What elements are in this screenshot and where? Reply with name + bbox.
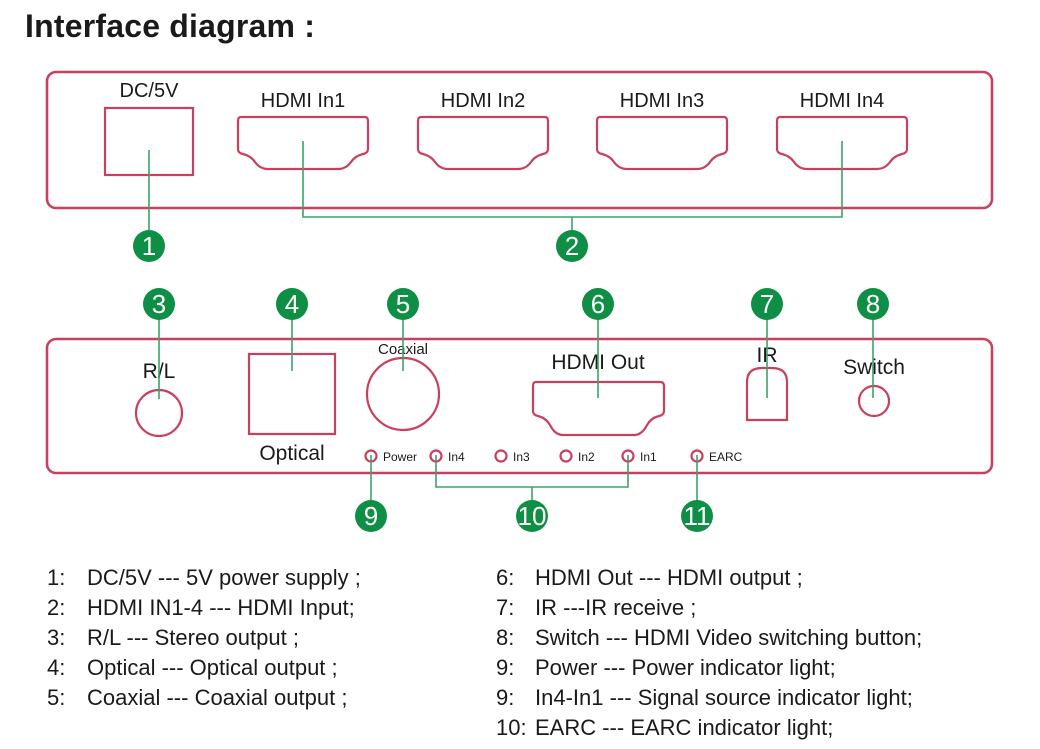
- callout-badge-5: 5: [387, 288, 419, 320]
- legend-item-text: DC/5V --- 5V power supply ;: [87, 565, 361, 590]
- legend-item: 5: Coaxial --- Coaxial output ;: [47, 683, 361, 713]
- port-label-dc5v: DC/5V: [120, 80, 180, 102]
- port-label-hdmi-in-2: HDMI In2: [441, 90, 525, 112]
- legend-item-number: 4:: [47, 655, 66, 680]
- svg-text:5: 5: [396, 289, 410, 319]
- callout-badge-10: 10: [516, 500, 548, 532]
- legend-item-text: Coaxial --- Coaxial output ;: [87, 685, 348, 710]
- svg-text:4: 4: [285, 289, 299, 319]
- port-label-optical: Optical: [259, 442, 324, 465]
- svg-text:3: 3: [152, 289, 166, 319]
- indicator-in2: In2: [559, 449, 595, 464]
- indicator-label-in2: In2: [578, 450, 595, 464]
- svg-text:6: 6: [591, 289, 605, 319]
- legend-item-text: IR ---IR receive ;: [535, 595, 697, 620]
- legend-item: 6: HDMI Out --- HDMI output ;: [496, 563, 922, 593]
- indicator-label-in4: In4: [448, 450, 465, 464]
- port-label-hdmi-in-3: HDMI In3: [620, 90, 704, 112]
- legend-item-text: Optical --- Optical output ;: [87, 655, 338, 680]
- svg-text:10: 10: [518, 501, 547, 531]
- legend-item: 1: DC/5V --- 5V power supply ;: [47, 563, 361, 593]
- legend-item-number: 3:: [47, 625, 66, 650]
- svg-text:2: 2: [565, 231, 579, 261]
- legend-right-column: 6: HDMI Out --- HDMI output ; 7: IR ---IR r…: [496, 563, 922, 743]
- legend-item-text: In4-In1 --- Signal source indicator ligh…: [535, 685, 913, 710]
- front-panel-outline: [45, 70, 994, 210]
- legend-item-number: 10:: [496, 715, 527, 740]
- callout-badge-11: 11: [681, 500, 713, 532]
- leader-line-2: [302, 141, 843, 218]
- svg-text:1: 1: [142, 231, 156, 261]
- callout-badge-6: 6: [582, 288, 614, 320]
- legend-item-text: EARC --- EARC indicator light;: [535, 715, 834, 740]
- svg-text:9: 9: [364, 501, 378, 531]
- legend-item-number: 9:: [496, 685, 515, 710]
- hdmi-in-4-port: HDMI In4: [775, 90, 909, 171]
- callout-badge-9: 9: [355, 500, 387, 532]
- legend-item-text: HDMI Out --- HDMI output ;: [535, 565, 803, 590]
- callout-badge-2: 2: [556, 230, 588, 262]
- indicator-earc: EARC: [690, 449, 743, 464]
- legend-item-number: 6:: [496, 565, 515, 590]
- port-label-hdmi-in-1: HDMI In1: [261, 90, 345, 112]
- hdmi-out-port: [531, 380, 666, 437]
- legend-left-column: 1: DC/5V --- 5V power supply ; 2: HDMI IN1-…: [47, 563, 361, 713]
- callout-badge-4: 4: [276, 288, 308, 320]
- indicator-led-in2: [559, 449, 573, 463]
- legend-item-text: HDMI IN1-4 --- HDMI Input;: [87, 595, 355, 620]
- callout-badge-7: 7: [751, 288, 783, 320]
- indicator-label-earc: EARC: [709, 450, 743, 464]
- callout-badge-8: 8: [857, 288, 889, 320]
- switch-button: [857, 384, 891, 418]
- legend-item-text: Switch --- HDMI Video switching button;: [535, 625, 923, 650]
- legend-item-text: Power --- Power indicator light;: [535, 655, 836, 680]
- indicator-power: Power: [364, 449, 417, 464]
- leader-line-10: [435, 455, 629, 488]
- legend-item: 2: HDMI IN1-4 --- HDMI Input;: [47, 593, 361, 623]
- legend-item-number: 7:: [496, 595, 515, 620]
- legend-item-number: 8:: [496, 625, 515, 650]
- indicator-led-in3: [494, 449, 508, 463]
- rear-panel-outline: [45, 337, 994, 475]
- port-label-switch: Switch: [843, 356, 905, 379]
- legend-item-number: 2:: [47, 595, 66, 620]
- legend-item: 4: Optical --- Optical output ;: [47, 653, 361, 683]
- legend-item: 9: Power --- Power indicator light;: [496, 653, 922, 683]
- hdmi-in-1-port: HDMI In1: [236, 90, 370, 171]
- indicator-in3: In3: [494, 449, 530, 464]
- legend-item: 9: In4-In1 --- Signal source indicator li…: [496, 683, 922, 713]
- legend-item-number: 1:: [47, 565, 66, 590]
- svg-text:11: 11: [684, 501, 711, 531]
- interface-diagram: DC/5V HDMI In1 HDMI In2 HDMI In3 HDMI In4 1…: [45, 70, 994, 532]
- svg-text:7: 7: [760, 289, 774, 319]
- callout-badge-3: 3: [143, 288, 175, 320]
- legend-item: 3: R/L --- Stereo output ;: [47, 623, 361, 653]
- legend-item-number: 5:: [47, 685, 66, 710]
- port-label-hdmi-in-4: HDMI In4: [800, 90, 884, 112]
- hdmi-in-3-port: HDMI In3: [595, 90, 729, 171]
- indicator-label-power: Power: [383, 450, 417, 464]
- callout-badge-1: 1: [133, 230, 165, 262]
- ir-receiver: [745, 366, 789, 422]
- legend-item: 8: Switch --- HDMI Video switching button…: [496, 623, 922, 653]
- page-title: Interface diagram :: [25, 8, 316, 44]
- legend-item: 10: EARC --- EARC indicator light;: [496, 713, 922, 743]
- svg-text:8: 8: [866, 289, 880, 319]
- legend-item-text: R/L --- Stereo output ;: [87, 625, 299, 650]
- indicator-label-in1: In1: [640, 450, 657, 464]
- indicator-label-in3: In3: [513, 450, 530, 464]
- hdmi-in-2-port: HDMI In2: [416, 90, 550, 171]
- legend-item-number: 9:: [496, 655, 515, 680]
- legend-item: 7: IR ---IR receive ;: [496, 593, 922, 623]
